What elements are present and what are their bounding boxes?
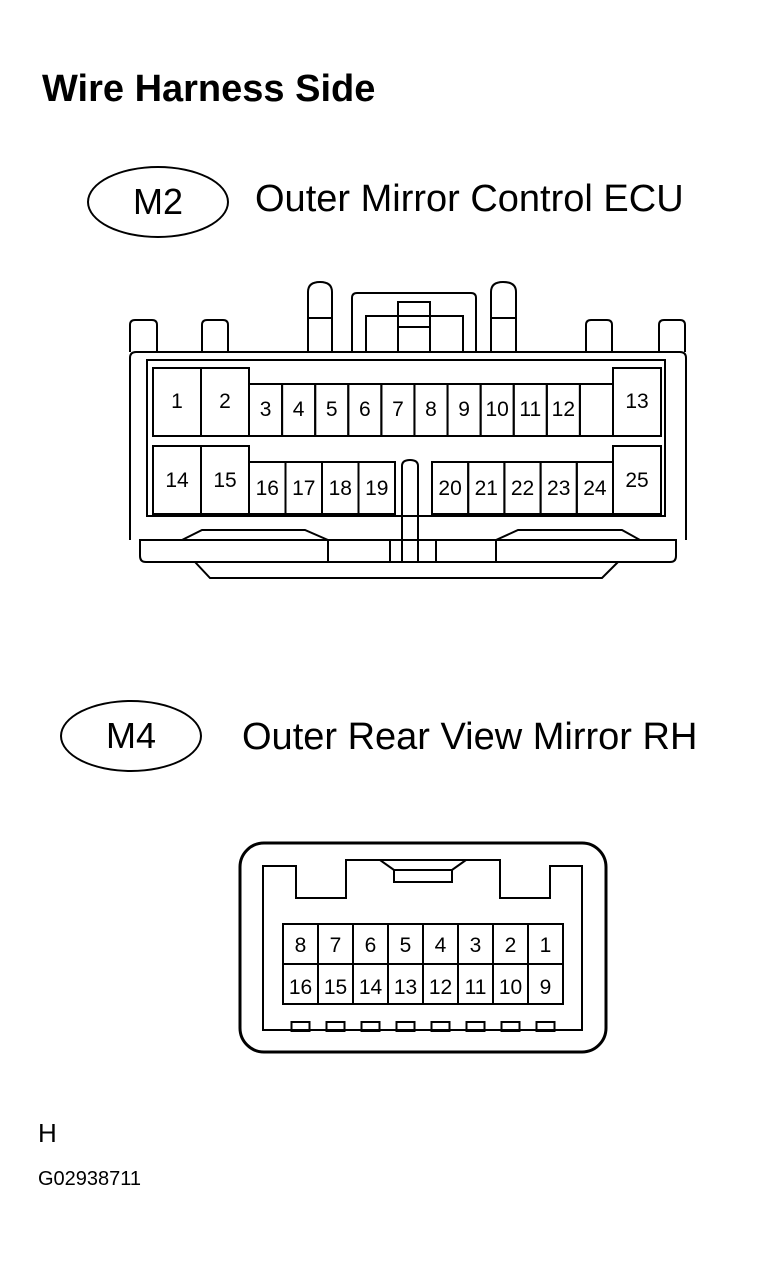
- latch-right-inner: [585, 319, 613, 352]
- pin-label: 17: [292, 477, 315, 500]
- pin-label: 15: [213, 469, 236, 492]
- pin-label: 12: [429, 976, 452, 999]
- pin-label: 3: [260, 398, 272, 421]
- pin-label: 15: [324, 976, 347, 999]
- m4-terminal-tab: [290, 1021, 311, 1032]
- pin-label: 6: [359, 398, 371, 421]
- pin-label: 1: [540, 934, 552, 957]
- page-title: Wire Harness Side: [42, 68, 376, 110]
- center-divider: [401, 458, 419, 562]
- connector-code-badge-m4: M4: [60, 700, 202, 772]
- pin-label: 21: [475, 477, 498, 500]
- pin-label: 13: [394, 976, 417, 999]
- latch-left-inner: [201, 319, 229, 352]
- pin-label: 16: [289, 976, 312, 999]
- pin-label: 14: [165, 469, 189, 492]
- pin-label: 9: [458, 398, 470, 421]
- pin-label: 2: [505, 934, 517, 957]
- pin-label: 25: [625, 469, 648, 492]
- m4-terminal-tab: [535, 1021, 556, 1032]
- m4-housing-outer: [238, 841, 608, 1054]
- pin-label: 13: [625, 390, 648, 413]
- m4-key: [393, 869, 453, 883]
- pin-label: 4: [293, 398, 305, 421]
- pin-label: 11: [465, 976, 487, 999]
- pin-label: 6: [365, 934, 377, 957]
- figure-letter: H: [38, 1118, 57, 1148]
- pin-label: 11: [519, 398, 541, 421]
- pin-label: 8: [295, 934, 307, 957]
- pin-label: 5: [400, 934, 412, 957]
- lock-post-right: [490, 280, 517, 352]
- pin-label: 14: [359, 976, 383, 999]
- pin-label: 7: [392, 398, 404, 421]
- pin-label: 10: [486, 398, 509, 421]
- m4-terminal-tab: [360, 1021, 381, 1032]
- housing-base: [139, 539, 677, 563]
- pin-label: 10: [499, 976, 522, 999]
- pin-label: 20: [438, 477, 461, 500]
- m4-pin-grid: [282, 923, 564, 1005]
- pin-label: 12: [552, 398, 575, 421]
- pin-label: 5: [326, 398, 338, 421]
- m4-housing-inner: [262, 859, 583, 1031]
- latch-left-outer: [129, 319, 158, 352]
- pin-label: 9: [540, 976, 552, 999]
- pin-label: 7: [330, 934, 342, 957]
- pin-label: 4: [435, 934, 447, 957]
- pin-label: 22: [511, 477, 534, 500]
- pin-label: 23: [547, 477, 570, 500]
- lock-post-left: [307, 280, 333, 352]
- connector-title-m2: Outer Mirror Control ECU: [255, 178, 684, 220]
- latch-right-outer: [658, 319, 686, 352]
- pin-label: 24: [583, 477, 607, 500]
- connector-title-m4: Outer Rear View Mirror RH: [242, 716, 698, 758]
- housing-outer: [129, 351, 687, 540]
- m4-terminal-tab: [465, 1021, 486, 1032]
- pin-label: 8: [425, 398, 437, 421]
- m4-terminal-tab: [430, 1021, 451, 1032]
- housing-inner: [146, 359, 666, 517]
- housing-skirt: [194, 561, 619, 579]
- lock-bridge: [351, 292, 477, 352]
- pin-label: 16: [256, 477, 279, 500]
- m4-terminal-tab: [395, 1021, 416, 1032]
- pin-label: 3: [470, 934, 482, 957]
- pin-label: 2: [219, 390, 231, 413]
- connector-code-badge-m2: M2: [87, 166, 229, 238]
- figure-code: G02938711: [38, 1168, 142, 1190]
- pin-label: 1: [171, 390, 183, 413]
- pin-label: 19: [365, 477, 388, 500]
- m4-terminal-tab: [325, 1021, 346, 1032]
- pin-label: 18: [329, 477, 352, 500]
- m4-terminal-tab: [500, 1021, 521, 1032]
